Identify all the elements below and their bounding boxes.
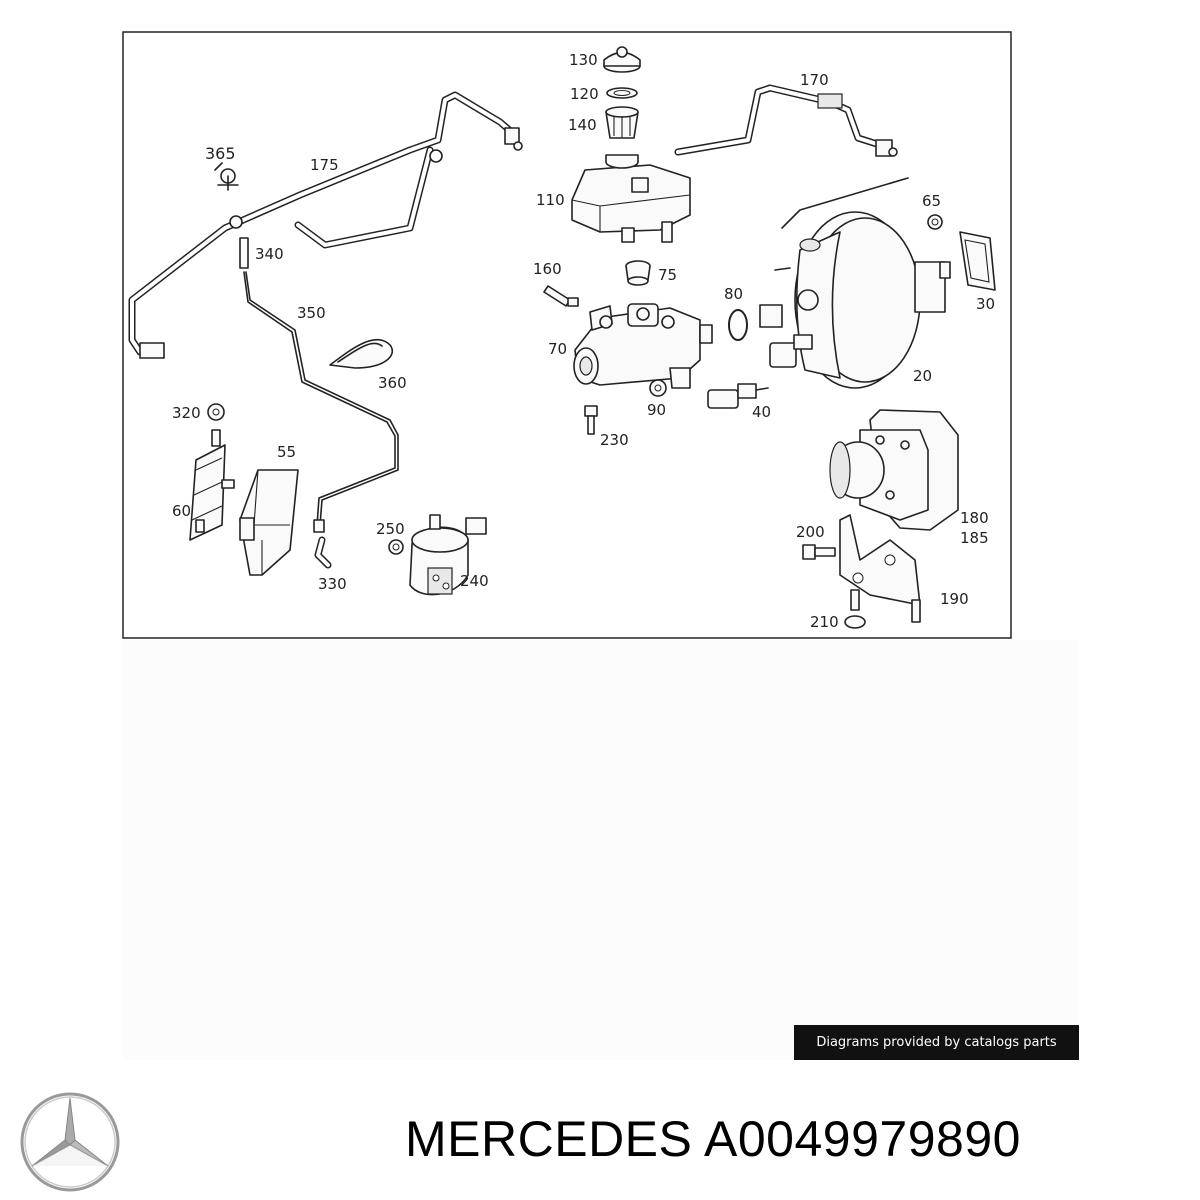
diagram-background xyxy=(123,640,1078,1060)
bracket-190 xyxy=(839,514,921,623)
callout-365: 365 xyxy=(205,144,236,163)
callout-140: 140 xyxy=(568,116,597,134)
vacuum-pump-240 xyxy=(409,514,487,596)
seal-120 xyxy=(606,87,638,99)
reservoir-cap-130 xyxy=(603,46,641,73)
callout-75: 75 xyxy=(658,266,677,284)
nut-250 xyxy=(388,539,404,555)
clip-365 xyxy=(214,162,239,191)
callout-110: 110 xyxy=(536,191,565,209)
callout-230: 230 xyxy=(600,431,629,449)
mercedes-star-icon xyxy=(20,1092,120,1192)
callout-170: 170 xyxy=(800,71,829,89)
callout-60: 60 xyxy=(172,502,191,520)
callout-20: 20 xyxy=(913,367,932,385)
callout-65: 65 xyxy=(922,192,941,210)
diagram-credit-badge: Diagrams provided by catalogs parts xyxy=(794,1025,1079,1060)
callout-80: 80 xyxy=(724,285,743,303)
callout-200: 200 xyxy=(796,523,825,541)
strainer-140 xyxy=(605,106,639,139)
nut-210 xyxy=(844,589,866,629)
abs-unit-180 xyxy=(829,409,959,531)
callout-labels: 130 120 140 110 170 365 175 340 350 360 … xyxy=(172,51,995,631)
callout-350: 350 xyxy=(297,304,326,322)
hose-350 xyxy=(239,237,399,569)
bleeder-230 xyxy=(584,405,598,435)
callout-320: 320 xyxy=(172,404,201,422)
callout-90: 90 xyxy=(647,401,666,419)
callout-210: 210 xyxy=(810,613,839,631)
reservoir-110 xyxy=(571,154,691,243)
callout-250: 250 xyxy=(376,520,405,538)
master-cylinder-70 xyxy=(573,303,713,389)
callout-130: 130 xyxy=(569,51,598,69)
part-title: MERCEDES A0049979890 xyxy=(405,1111,1021,1167)
callout-55: 55 xyxy=(277,443,296,461)
callout-40: 40 xyxy=(752,403,771,421)
callout-120: 120 xyxy=(570,85,599,103)
nut-90 xyxy=(649,379,667,397)
callout-190: 190 xyxy=(940,590,969,608)
callout-175: 175 xyxy=(310,156,339,174)
callout-160: 160 xyxy=(533,260,562,278)
sensor-160 xyxy=(543,285,579,307)
control-unit-55 xyxy=(239,469,299,576)
callout-30: 30 xyxy=(976,295,995,313)
callout-185: 185 xyxy=(960,529,989,547)
o-ring-80 xyxy=(728,309,748,341)
callout-240: 240 xyxy=(460,572,489,590)
bracket-60 xyxy=(189,429,235,541)
cable-tie-360 xyxy=(329,338,393,369)
nut-320 xyxy=(207,403,225,421)
brake-line-170 xyxy=(674,84,898,157)
callout-340: 340 xyxy=(255,245,284,263)
brake-line-175 xyxy=(128,91,523,359)
gasket-30 xyxy=(959,231,996,291)
callout-360: 360 xyxy=(378,374,407,392)
nut-65 xyxy=(927,214,943,230)
bolt-200 xyxy=(802,544,836,560)
callout-70: 70 xyxy=(548,340,567,358)
sensor-40 xyxy=(707,383,769,409)
callout-180: 180 xyxy=(960,509,989,527)
callout-330: 330 xyxy=(318,575,347,593)
grommet-75 xyxy=(625,260,651,286)
brake-booster-20 xyxy=(759,177,951,389)
